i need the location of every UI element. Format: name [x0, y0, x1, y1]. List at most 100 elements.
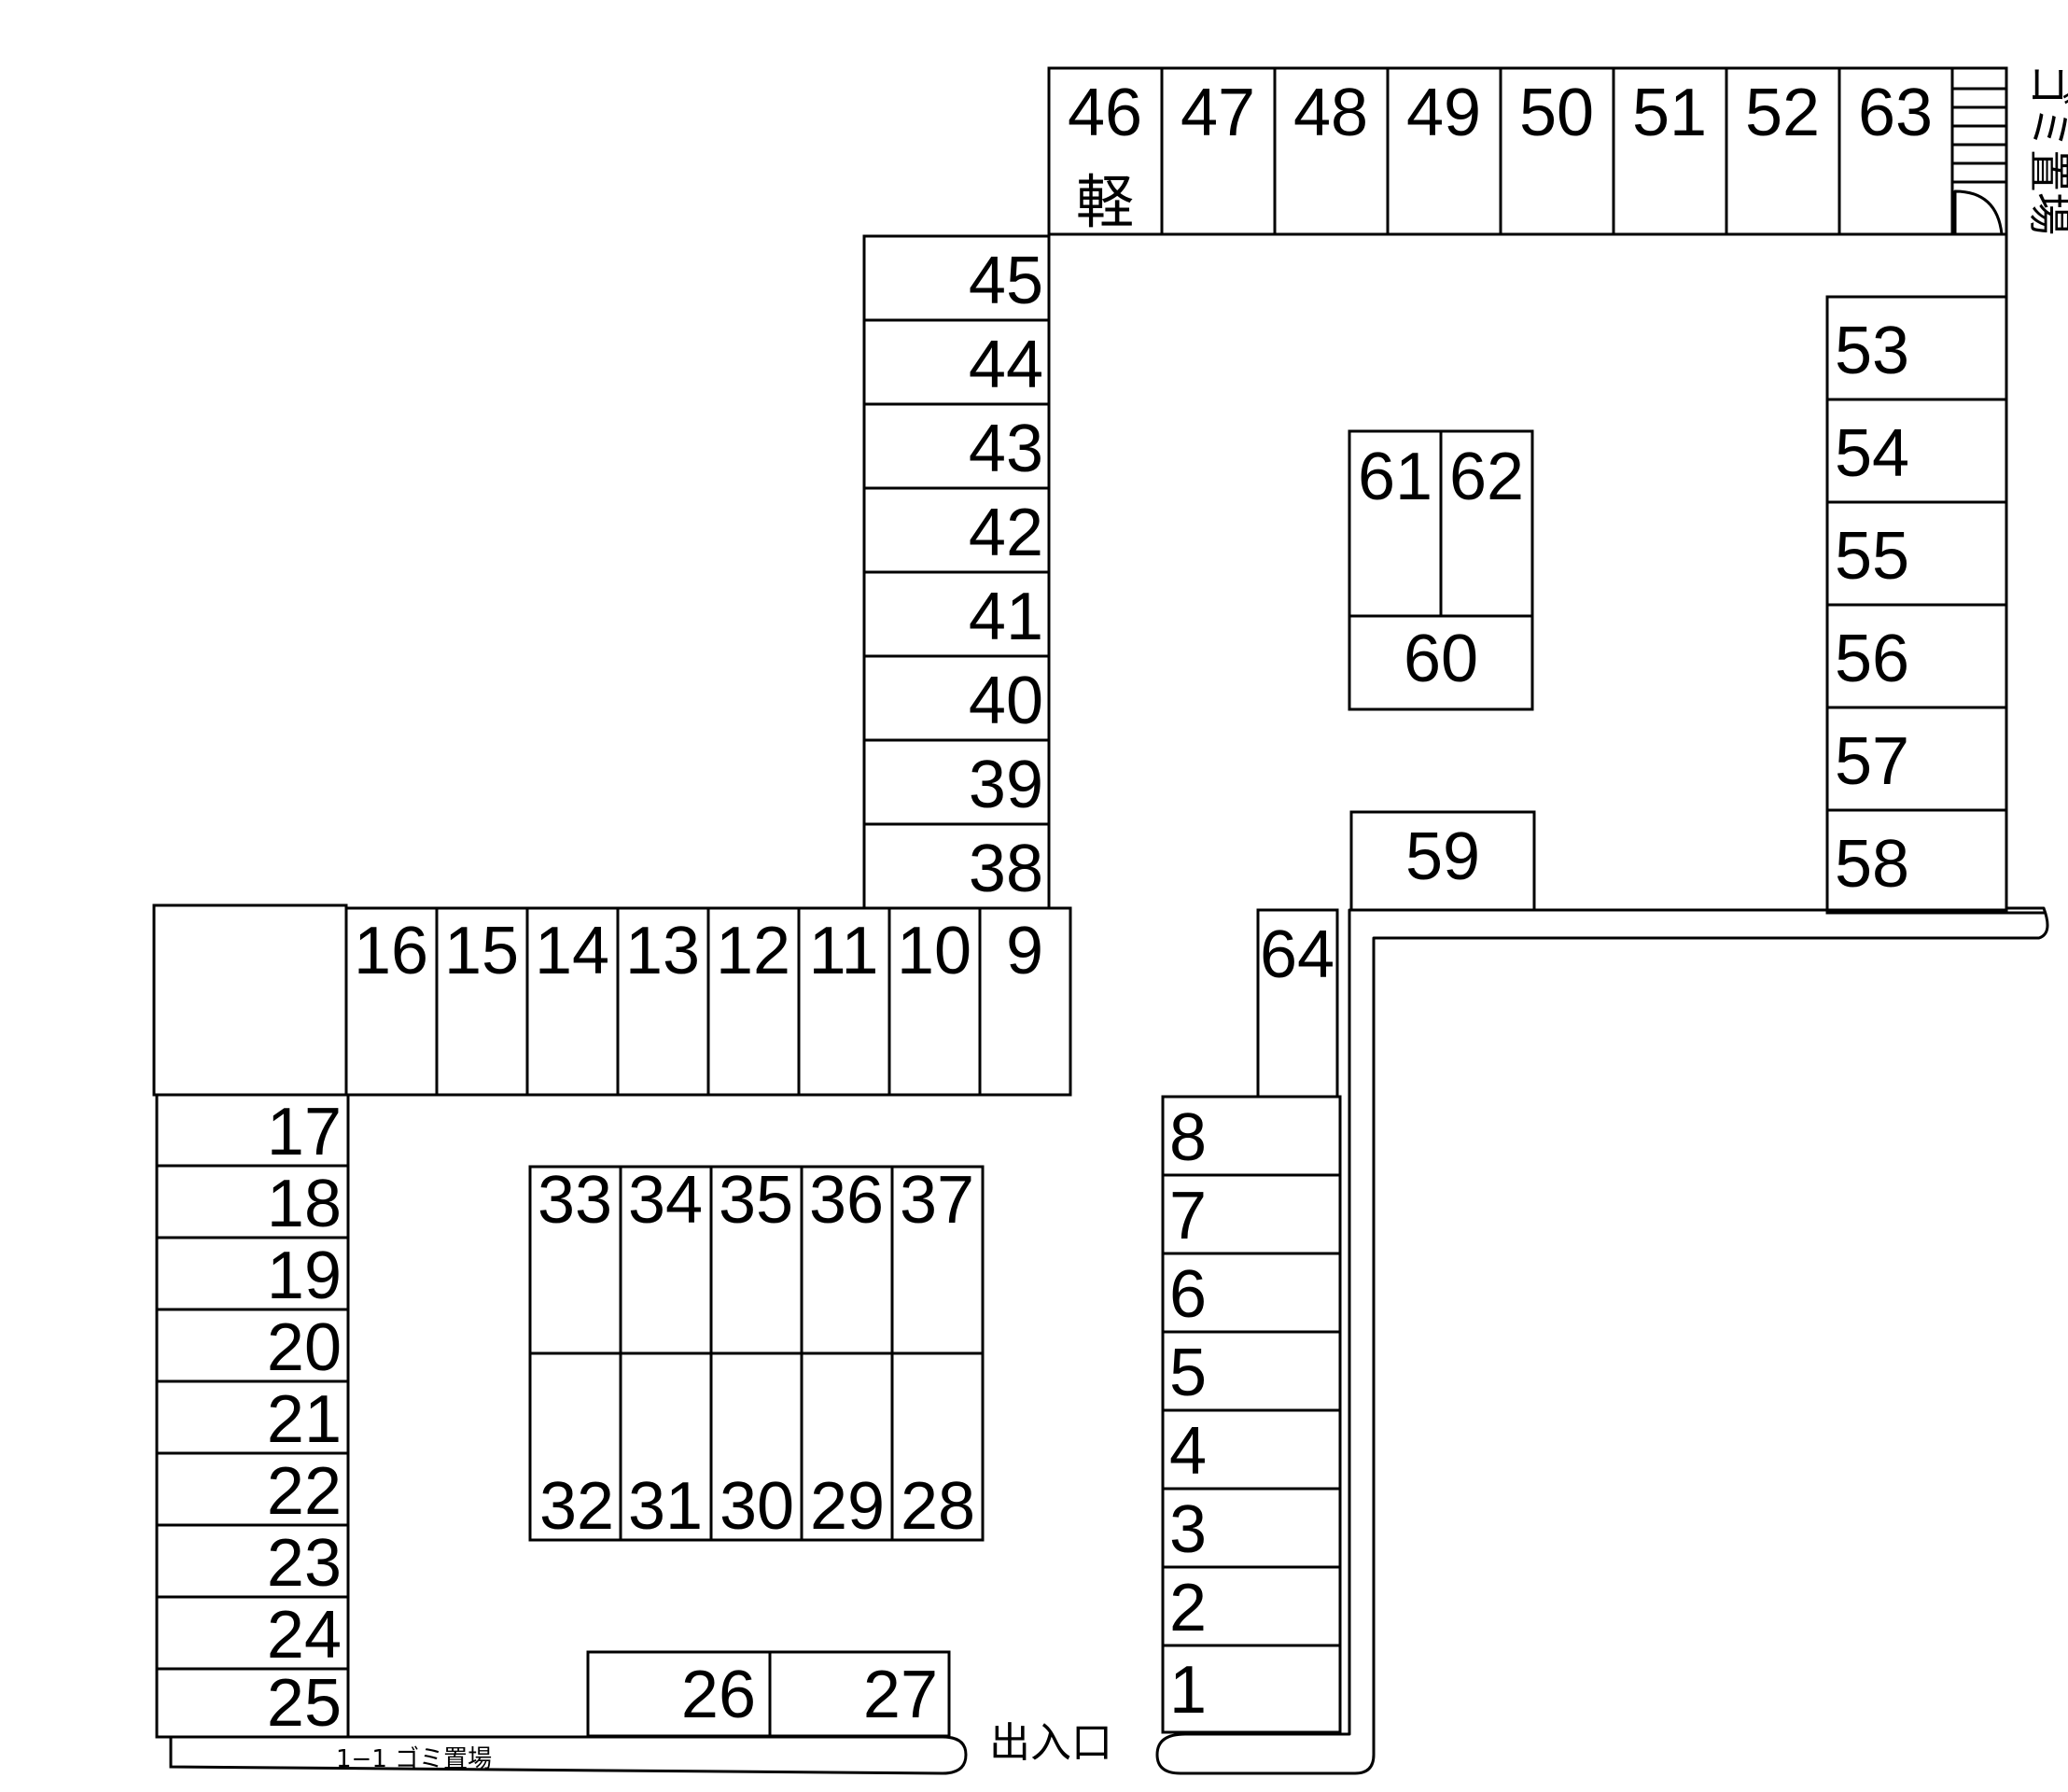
space-28 [890, 1351, 985, 1542]
column-38-45 [862, 234, 1051, 910]
top-row-spaces [1047, 66, 1954, 236]
space-25 [155, 1667, 350, 1739]
space-36 [800, 1165, 894, 1355]
space-24 [155, 1595, 350, 1671]
label-space-58: 58 [1835, 827, 1909, 902]
label-space-62: 62 [1449, 440, 1524, 514]
entrance-label: 出入口 [989, 1719, 1112, 1767]
space-17 [155, 1093, 350, 1168]
label-space-37: 37 [900, 1163, 974, 1238]
space-1 [1161, 1644, 1342, 1734]
label-space-60: 60 [1404, 622, 1478, 696]
space-51 [1612, 66, 1728, 236]
label-space-61: 61 [1358, 440, 1432, 514]
label-space-18: 18 [267, 1167, 342, 1241]
garbage-area-bottom [169, 1735, 968, 1775]
label-space-36: 36 [809, 1163, 884, 1238]
label-space-7: 7 [1169, 1179, 1207, 1253]
label-space-6: 6 [1169, 1257, 1207, 1332]
label-space-56: 56 [1835, 622, 1909, 696]
label-space-42: 42 [969, 496, 1043, 570]
space-16 [344, 906, 439, 1097]
label-space-23: 23 [267, 1526, 342, 1601]
label-space-38: 38 [969, 832, 1043, 906]
space-46 [1047, 66, 1164, 236]
column-17-25 [155, 1093, 350, 1739]
space-61 [1348, 429, 1443, 618]
space-12 [706, 906, 801, 1097]
space-43 [862, 402, 1051, 490]
space-7 [1161, 1173, 1342, 1255]
space-41 [862, 570, 1051, 658]
space-44 [862, 318, 1051, 406]
space-11 [797, 906, 891, 1097]
label-space-33: 33 [538, 1163, 612, 1238]
label-space-2: 2 [1169, 1571, 1207, 1645]
space-19 [155, 1236, 350, 1311]
row-26-27 [586, 1650, 951, 1738]
garbage-label-top: ゴミ置場 [2024, 63, 2068, 235]
label-space-25: 25 [267, 1666, 342, 1741]
space-35 [709, 1165, 803, 1355]
space-64 [1256, 908, 1339, 1099]
space-50 [1499, 66, 1615, 236]
label-space-39: 39 [969, 748, 1043, 822]
label-space-54: 54 [1835, 416, 1909, 491]
label-space-29: 29 [810, 1469, 885, 1544]
space-34 [619, 1165, 713, 1355]
space-60 [1348, 614, 1534, 711]
space-26 [586, 1650, 772, 1738]
label-space-47: 47 [1181, 76, 1255, 150]
label-space-1: 1 [1169, 1653, 1207, 1728]
label-space-30: 30 [720, 1469, 794, 1544]
garbage-label-bottom: 1−1 ゴミ置場 [336, 1745, 492, 1773]
label-space-40: 40 [969, 664, 1043, 738]
label-space-13: 13 [625, 914, 700, 988]
space-6 [1161, 1252, 1342, 1334]
label-space-63: 63 [1858, 76, 1933, 150]
label-space-21: 21 [267, 1382, 342, 1457]
space-29 [800, 1351, 894, 1542]
space-2 [1161, 1565, 1342, 1647]
space-numbers: 46 47 48 49 50 51 52 63 軽 45 44 43 42 41… [267, 76, 1933, 1741]
label-space-57: 57 [1835, 724, 1909, 799]
label-space-31: 31 [628, 1469, 703, 1544]
label-space-43: 43 [969, 412, 1043, 486]
kei-mark: 軽 [1076, 168, 1134, 236]
label-space-64: 64 [1260, 917, 1334, 992]
label-space-3: 3 [1169, 1492, 1207, 1567]
label-space-16: 16 [354, 914, 428, 988]
label-space-48: 48 [1293, 76, 1368, 150]
space-47 [1160, 66, 1277, 236]
label-space-32: 32 [539, 1469, 614, 1544]
space-13 [616, 906, 710, 1097]
label-space-44: 44 [969, 328, 1043, 402]
label-space-50: 50 [1519, 76, 1594, 150]
label-space-14: 14 [535, 914, 609, 988]
space-39 [862, 738, 1051, 826]
space-52 [1725, 66, 1841, 236]
label-space-51: 51 [1632, 76, 1707, 150]
label-space-34: 34 [628, 1163, 703, 1238]
space-55 [1825, 500, 2008, 607]
space-33 [528, 1165, 622, 1355]
label-space-22: 22 [267, 1454, 342, 1529]
label-space-19: 19 [267, 1239, 342, 1313]
space-48 [1273, 66, 1390, 236]
space-42 [862, 486, 1051, 574]
space-8 [1161, 1095, 1342, 1177]
island-28-37 [528, 1165, 985, 1542]
column-53-58 [1825, 295, 2008, 915]
space-58 [1825, 808, 2008, 915]
label-space-10: 10 [897, 914, 971, 988]
space-53 [1825, 295, 2008, 401]
space-62 [1439, 429, 1534, 618]
label-space-26: 26 [681, 1658, 756, 1732]
label-space-5: 5 [1169, 1336, 1207, 1410]
space-38 [862, 822, 1051, 910]
label-space-4: 4 [1169, 1414, 1207, 1489]
space-56 [1825, 603, 2008, 709]
space-63 [1837, 66, 1954, 236]
space-59 [1349, 810, 1536, 912]
